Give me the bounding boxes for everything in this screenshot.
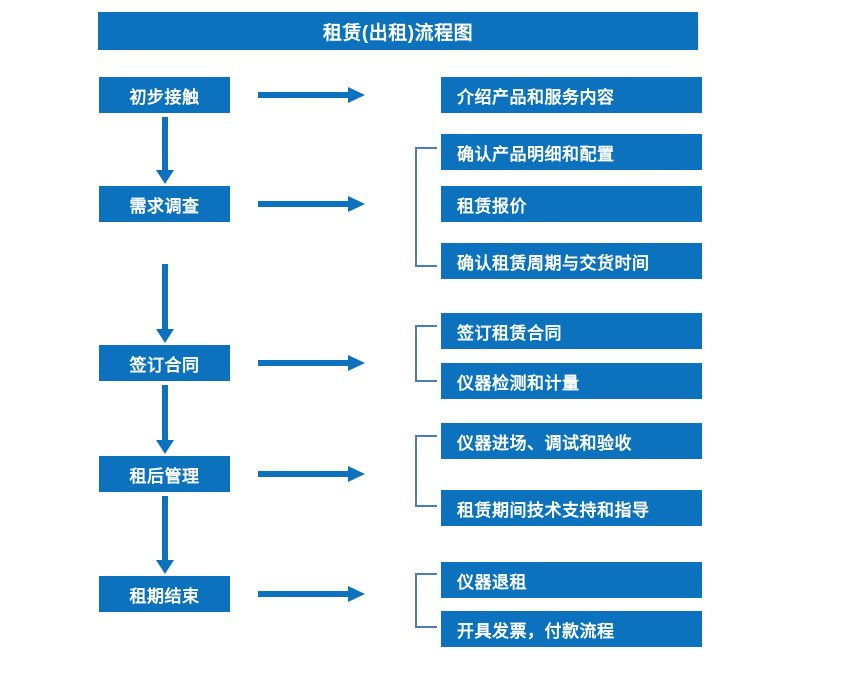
vertical-arrow-icon-4 (154, 496, 176, 574)
stage-box-4[interactable]: 租后管理 (99, 456, 230, 492)
arrow-head (348, 586, 365, 602)
arrow-shaft (258, 591, 350, 597)
group-bracket-3 (415, 435, 437, 507)
task-box-4[interactable]: 确认租赁周期与交货时间 (441, 243, 702, 279)
task-box-2[interactable]: 确认产品明细和配置 (441, 134, 702, 170)
vertical-arrow-icon-2 (154, 264, 176, 343)
horizontal-arrow-icon-4 (258, 464, 368, 484)
task-box-10[interactable]: 开具发票，付款流程 (441, 611, 702, 647)
arrow-shaft (258, 201, 350, 207)
task-box-9[interactable]: 仪器退租 (441, 562, 702, 598)
arrow-head (156, 560, 174, 574)
arrow-head (348, 87, 365, 103)
stage-box-1[interactable]: 初步接触 (99, 77, 230, 113)
arrow-head (156, 329, 174, 343)
diagram-title: 租赁(出租)流程图 (98, 12, 698, 50)
vertical-arrow-icon-3 (154, 385, 176, 454)
vertical-arrow-icon-1 (154, 117, 176, 184)
task-box-1[interactable]: 介绍产品和服务内容 (441, 77, 702, 113)
arrow-head (156, 440, 174, 454)
task-box-3[interactable]: 租赁报价 (441, 186, 702, 222)
arrow-shaft (162, 496, 168, 560)
task-box-5[interactable]: 签订租赁合同 (441, 313, 702, 349)
horizontal-arrow-icon-2 (258, 194, 368, 214)
stage-box-5[interactable]: 租期结束 (99, 576, 230, 612)
group-bracket-2 (415, 325, 437, 382)
horizontal-arrow-icon-1 (258, 85, 368, 105)
arrow-head (348, 355, 365, 371)
horizontal-arrow-icon-5 (258, 584, 368, 604)
arrow-shaft (258, 471, 350, 477)
group-bracket-4 (415, 573, 437, 628)
arrow-head (156, 170, 174, 184)
arrow-shaft (162, 264, 168, 329)
arrow-shaft (258, 92, 350, 98)
task-box-7[interactable]: 仪器进场、调试和验收 (441, 423, 702, 459)
arrow-head (348, 466, 365, 482)
arrow-shaft (258, 360, 350, 366)
arrow-shaft (162, 385, 168, 440)
horizontal-arrow-icon-3 (258, 353, 368, 373)
task-box-6[interactable]: 仪器检测和计量 (441, 363, 702, 399)
task-box-8[interactable]: 租赁期间技术支持和指导 (441, 490, 702, 526)
arrow-head (348, 196, 365, 212)
group-bracket-1 (415, 147, 437, 267)
stage-box-3[interactable]: 签订合同 (99, 345, 230, 381)
arrow-shaft (162, 117, 168, 170)
stage-box-2[interactable]: 需求调查 (99, 186, 230, 222)
